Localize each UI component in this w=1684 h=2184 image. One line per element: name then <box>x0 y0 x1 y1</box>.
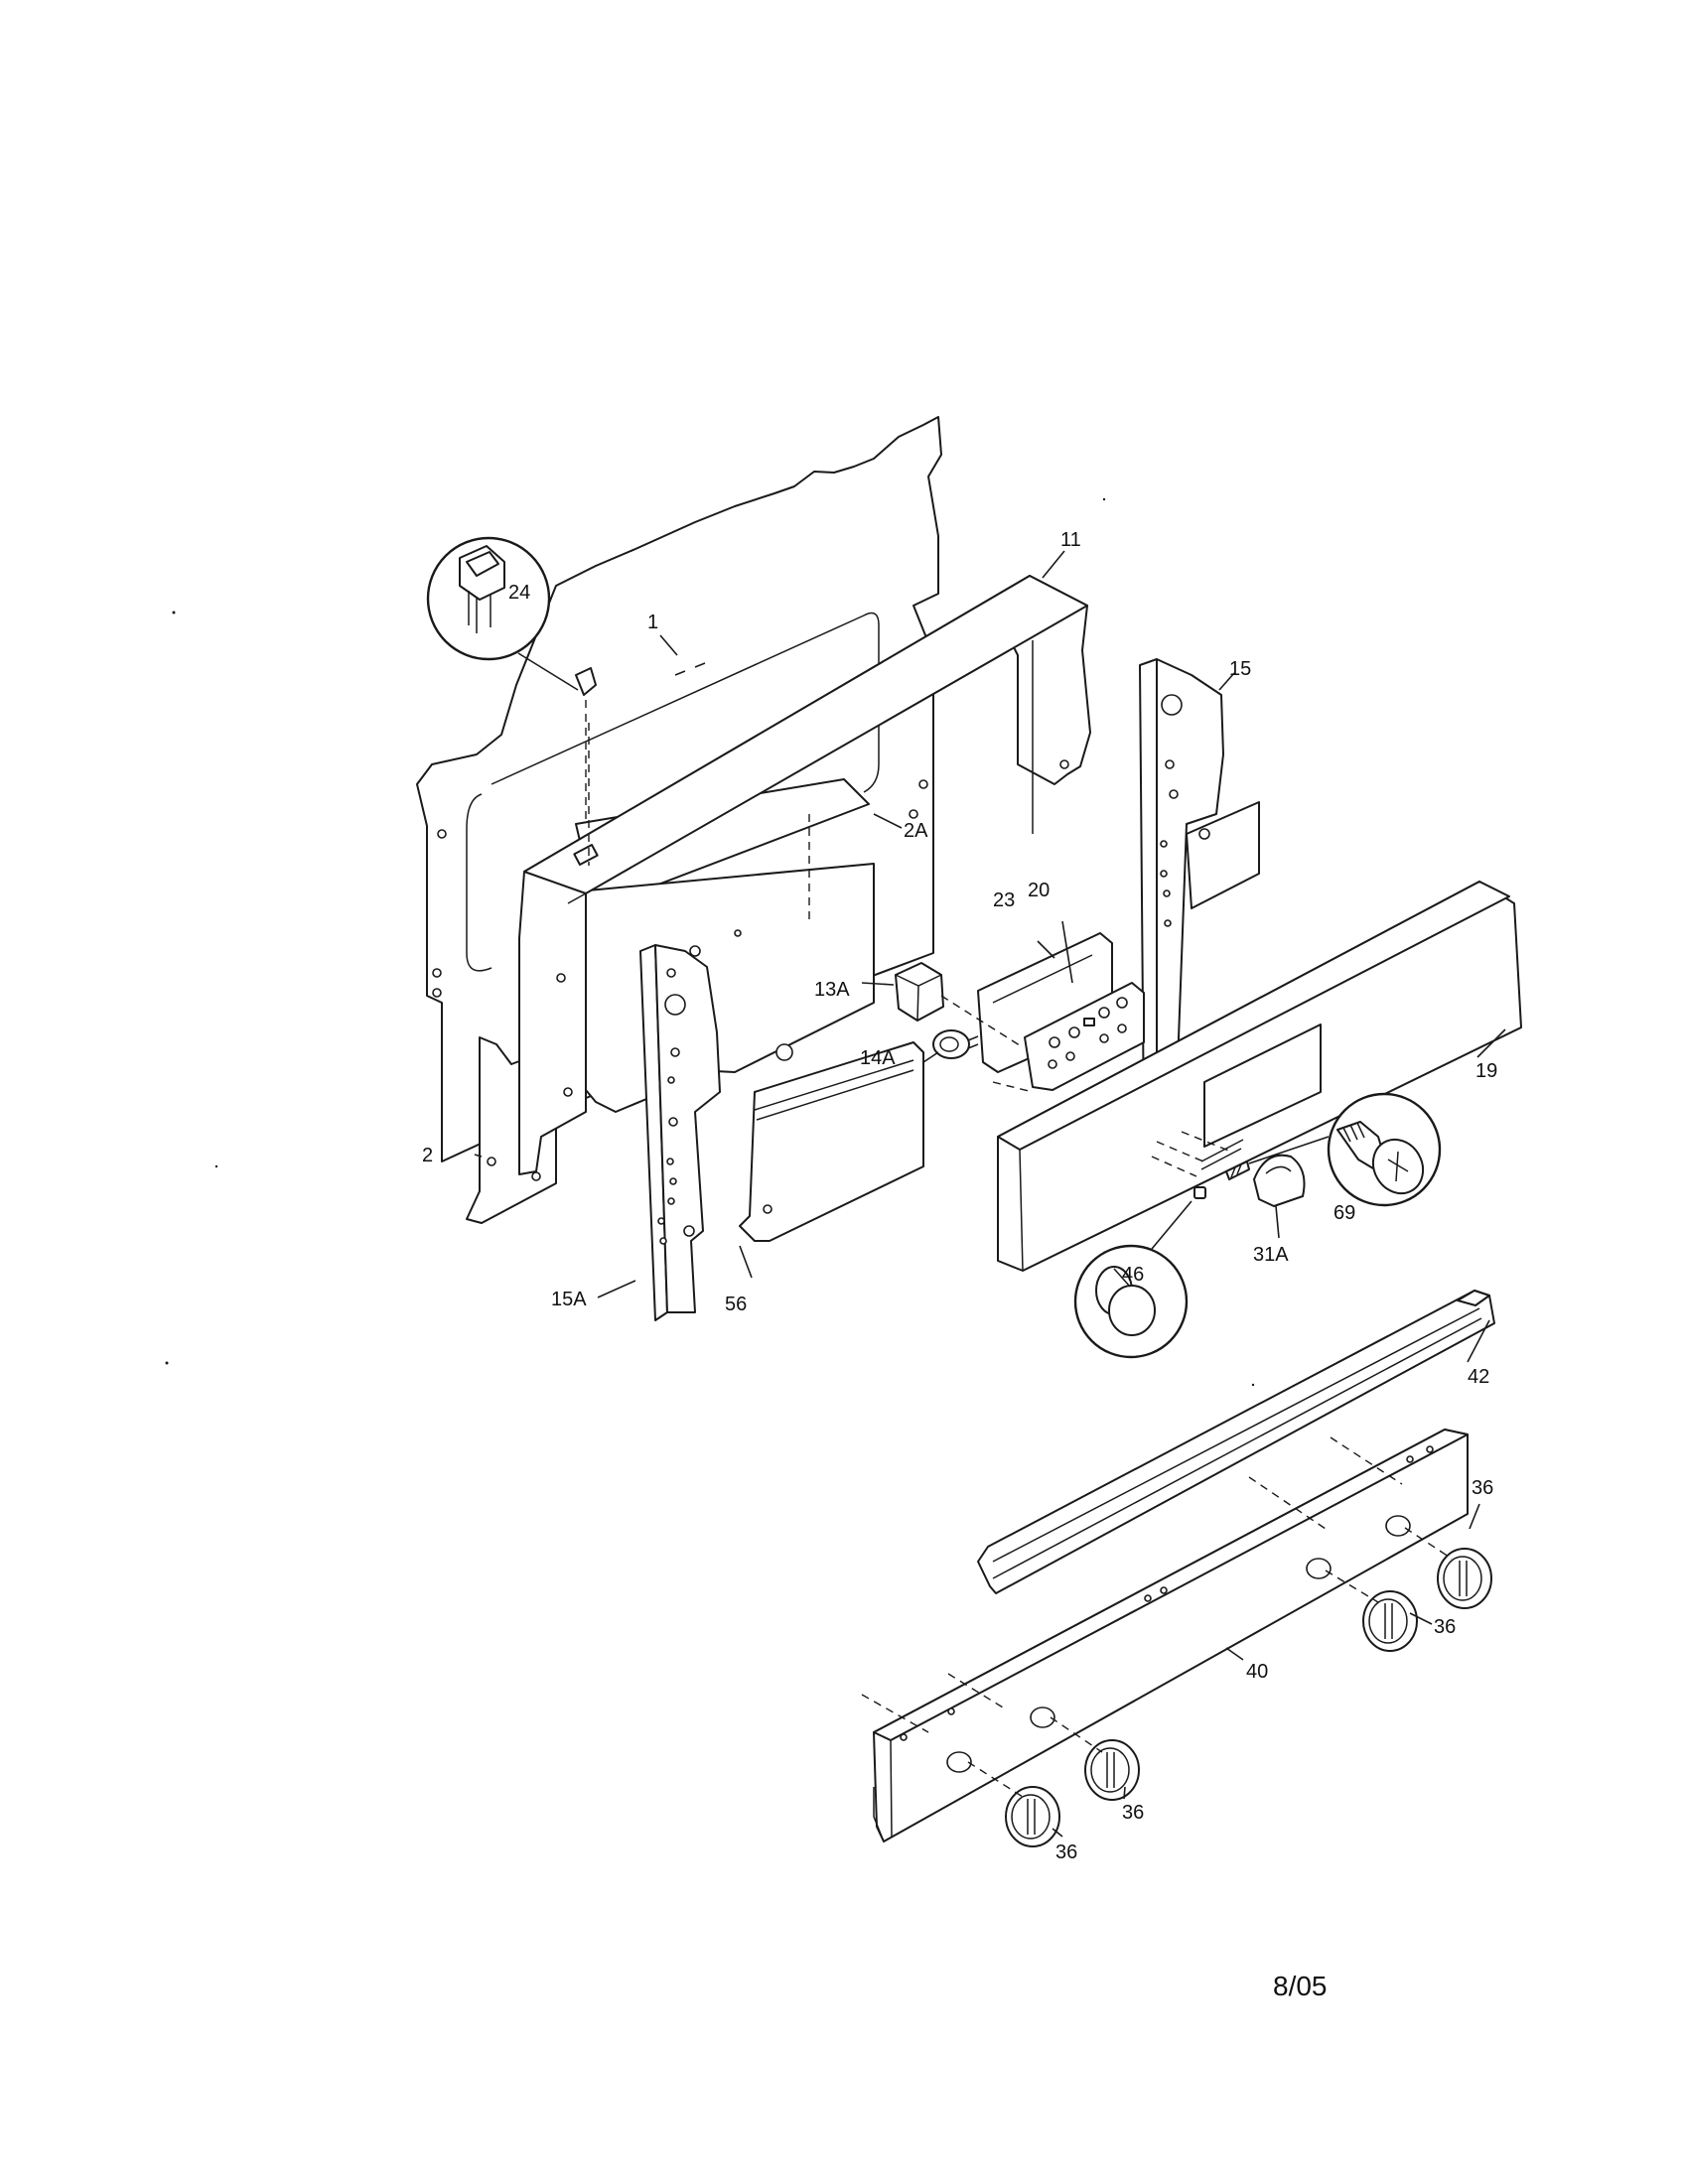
part-36-knob-4 <box>1437 1548 1492 1609</box>
part-15-right-bracket <box>1139 658 1260 1130</box>
callout-36-right: 36 <box>1434 1616 1456 1638</box>
callout-42: 42 <box>1468 1366 1489 1388</box>
callout-46: 46 <box>1122 1264 1144 1286</box>
callout-1: 1 <box>647 612 658 633</box>
scan-specks <box>165 497 1255 1387</box>
part-46-indicator <box>1193 1186 1206 1199</box>
callout-36-bottom: 36 <box>1055 1842 1077 1863</box>
part-42-trim-rail <box>977 1290 1495 1594</box>
callout-20: 20 <box>1028 880 1050 901</box>
detail-circle-69 <box>1248 1092 1442 1207</box>
callout-leaders <box>474 550 1506 1838</box>
part-15a-left-bracket <box>639 944 721 1321</box>
part-56-shield <box>739 1041 924 1242</box>
callout-31a: 31A <box>1253 1244 1289 1266</box>
page-footer-date: 8/05 <box>1273 1971 1328 2001</box>
part-14a-receptacle <box>932 1029 979 1059</box>
detail-circle-46 <box>1073 1200 1193 1359</box>
callout-40: 40 <box>1246 1661 1268 1683</box>
part-36-knob-2 <box>1084 1739 1140 1801</box>
part-20-control-board <box>1024 982 1145 1091</box>
callout-14a: 14A <box>860 1047 896 1069</box>
part-36-knob-1 <box>1005 1786 1060 1847</box>
part-69-screw <box>1225 1160 1250 1180</box>
part-11-main-frame <box>518 575 1091 1175</box>
callout-56: 56 <box>725 1294 747 1315</box>
callout-19: 19 <box>1475 1060 1497 1082</box>
callout-2: 2 <box>422 1145 433 1166</box>
callout-11: 11 <box>1060 529 1081 551</box>
callout-36-top: 36 <box>1472 1477 1493 1499</box>
callout-2a: 2A <box>904 820 928 842</box>
callout-labels: 1 11 24 15 2A 23 20 13A 14A 19 2 69 31A … <box>422 529 1497 1863</box>
callout-13a: 13A <box>814 979 850 1001</box>
part-36-knob-3 <box>1362 1590 1418 1652</box>
callout-36-middle: 36 <box>1122 1802 1144 1824</box>
callout-15: 15 <box>1229 658 1251 680</box>
assembly-dash-lines <box>588 723 1453 1798</box>
callout-24: 24 <box>508 582 530 604</box>
part-13a-relay <box>895 962 944 1022</box>
callout-69: 69 <box>1333 1202 1355 1224</box>
part-31a-knob <box>1253 1154 1306 1207</box>
callout-15a: 15A <box>551 1289 587 1310</box>
callout-23: 23 <box>993 889 1015 911</box>
detail-circle-24 <box>426 536 597 819</box>
part-40-knob-panel <box>873 1429 1469 1843</box>
part-19-control-panel <box>997 881 1522 1272</box>
